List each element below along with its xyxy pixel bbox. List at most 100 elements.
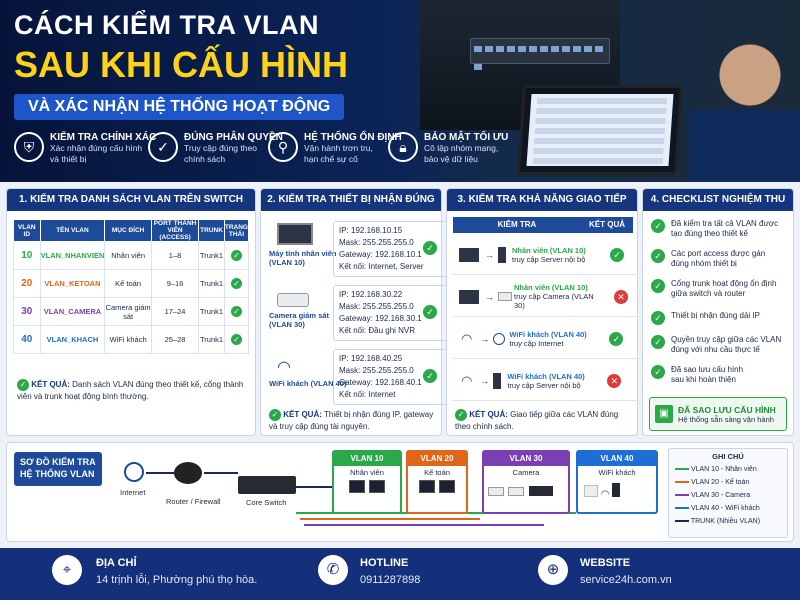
panel-title: 2. KIỂM TRA THIẾT BỊ NHẬN ĐÚNG MẠNG (261, 189, 441, 227)
hotline-link[interactable]: 0911287898 (360, 574, 421, 586)
shield-icon: ⛨ (14, 132, 44, 162)
camera-icon (508, 487, 525, 496)
check-icon: ✓ (455, 409, 467, 421)
check-table-header: KIỂM TRA KẾT QUẢ (453, 217, 633, 233)
monitor-icon (459, 247, 479, 262)
vlan-group-20: VLAN 20 Kế toán (406, 450, 468, 514)
check-icon: ✓ (609, 331, 624, 346)
check-icon: ✓ (230, 334, 242, 345)
router-icon (174, 462, 202, 484)
panel-title: 3. KIỂM TRA KHẢ NĂNG GIAO TIẾP GIỮA CÁC … (447, 189, 637, 227)
address-label: ĐỊA CHỈ (96, 557, 137, 569)
floppy-disk-icon: ▣ (655, 405, 673, 423)
check-icon: ✓ (651, 249, 665, 263)
panel-device-check: 2. KIỂM TRA THIẾT BỊ NHẬN ĐÚNG MẠNG Máy … (260, 188, 451, 436)
table-header-row: VLAN ID TÊN VLAN MỤC ĐÍCH PORT THÀNH VIÊ… (13, 219, 250, 242)
arrow-right-icon: → (485, 291, 494, 302)
globe-icon: ⊕ (538, 555, 568, 585)
panel-checklist: 4. CHECKLIST NGHIỆM THU VLAN ✓Đã kiểm tr… (642, 188, 794, 436)
camera-icon (488, 487, 504, 496)
check-icon: ✓ (423, 241, 437, 255)
table-row: 20 VLAN_KETOAN Kế toán 9–16 Trunk1 ✓ (13, 269, 250, 298)
laptop-image (516, 85, 684, 175)
server-icon (493, 372, 502, 389)
core-switch-icon (238, 476, 296, 494)
check-row: ◠ → WiFi khách (VLAN 40)truy cập Interne… (453, 319, 637, 359)
result-note: ✓ KẾT QUẢ: Danh sách VLAN đúng theo thiế… (17, 379, 244, 401)
checklist-item: ✓Thiết bị nhận đúng dải IP (651, 311, 760, 325)
check-icon: ✓ (17, 379, 29, 391)
legend-item: TRUNK (Nhiều VLAN) (675, 515, 781, 528)
internet-label: Internet (120, 488, 146, 497)
check-icon: ✓ (269, 409, 281, 421)
hero-subtitle: VÀ XÁC NHẬN HỆ THỐNG HOẠT ĐỘNG (14, 94, 345, 120)
check-circle-icon: ✓ (148, 132, 178, 162)
hero-title-line2: SAU KHI CẤU HÌNH (14, 44, 349, 85)
legend-item: VLAN 40 - WiFi khách (675, 502, 781, 515)
result-note: ✓ KẾT QUẢ: Giao tiếp giữa các VLAN đúng … (455, 409, 619, 431)
check-icon: ✓ (651, 365, 665, 379)
address-value: 14 trịnh lỗi, Phường phú thọ hòa. (96, 574, 258, 586)
arrow-right-icon: → (485, 249, 494, 260)
check-icon: ✓ (651, 311, 665, 325)
panel-title: 4. CHECKLIST NGHIỆM THU VLAN (643, 189, 793, 227)
legend-item: VLAN 30 - Camera (675, 489, 781, 502)
desktop-pc-icon (419, 480, 435, 493)
nvr-icon (528, 486, 553, 496)
location-pin-icon: ⌖ (52, 555, 82, 585)
lock-icon: 🔒︎ (388, 132, 418, 162)
arrow-right-icon: → (480, 333, 490, 344)
table-row: 30 VLAN_CAMERA Camera giám sát 17–24 Tru… (13, 297, 250, 326)
vlan-group-30: VLAN 30 Camera (482, 450, 570, 514)
panel-title: 1. KIỂM TRA DANH SÁCH VLAN TRÊN SWITCH (7, 189, 255, 211)
vlan20-line (300, 518, 480, 520)
panel-vlan-list: 1. KIỂM TRA DANH SÁCH VLAN TRÊN SWITCH V… (6, 188, 256, 436)
check-icon: ✓ (230, 306, 242, 317)
trunk-line (296, 486, 332, 488)
hotline-label: HOTLINE (360, 557, 409, 569)
wifi-icon: ◠ (600, 489, 610, 500)
check-icon: ✓ (651, 219, 665, 233)
check-row: → Nhân viên (VLAN 10)truy cập Server nội… (453, 235, 637, 275)
footer (0, 548, 800, 600)
desktop-pc-icon (349, 480, 365, 493)
phone-icon: ✆ (318, 555, 348, 585)
globe-icon (493, 332, 506, 345)
link-line (146, 472, 174, 474)
table-row: 40 VLAN_KHACH WiFi khách 25–28 Trunk1 ✓ (13, 325, 250, 354)
wifi-icon: ◠ (461, 330, 473, 346)
access-point-icon (584, 485, 598, 497)
engineer-image (690, 20, 800, 182)
cross-icon: ✕ (607, 373, 622, 388)
switch-image (470, 38, 610, 70)
website-link[interactable]: service24h.com.vn (580, 574, 672, 586)
phone-icon (612, 483, 621, 497)
check-icon: ✓ (651, 335, 665, 349)
check-icon: ✓ (423, 305, 437, 319)
vlan30-line (304, 524, 544, 526)
desktop-pc-icon (439, 480, 455, 493)
vlan-table: VLAN ID TÊN VLAN MỤC ĐÍCH PORT THÀNH VIÊ… (13, 219, 250, 354)
arrow-right-icon: → (480, 375, 490, 386)
device-camera: Camera giám sát (VLAN 30) (269, 293, 347, 329)
core-switch-label: Core Switch (246, 498, 287, 507)
hero-title-line1: CÁCH KIỂM TRA VLAN (14, 10, 319, 40)
check-icon: ✓ (610, 247, 624, 262)
result-note: ✓ KẾT QUẢ: Thiết bị nhận đúng IP, gatewa… (269, 409, 434, 431)
device-wifi: ◠ WiFi khách (VLAN 40) (269, 359, 347, 388)
router-label: Router / Firewall (166, 497, 221, 506)
check-row: ◠ → WiFi khách (VLAN 40)truy cập Server … (453, 361, 637, 401)
network-icon: ⚲ (268, 132, 298, 162)
panel-inter-vlan: 3. KIỂM TRA KHẢ NĂNG GIAO TIẾP GIỮA CÁC … (446, 188, 638, 436)
legend: GHI CHÚ VLAN 10 - Nhân viên VLAN 20 - Kế… (668, 448, 788, 538)
website-label: WEBSITE (580, 557, 631, 569)
desktop-pc-icon (277, 223, 313, 245)
